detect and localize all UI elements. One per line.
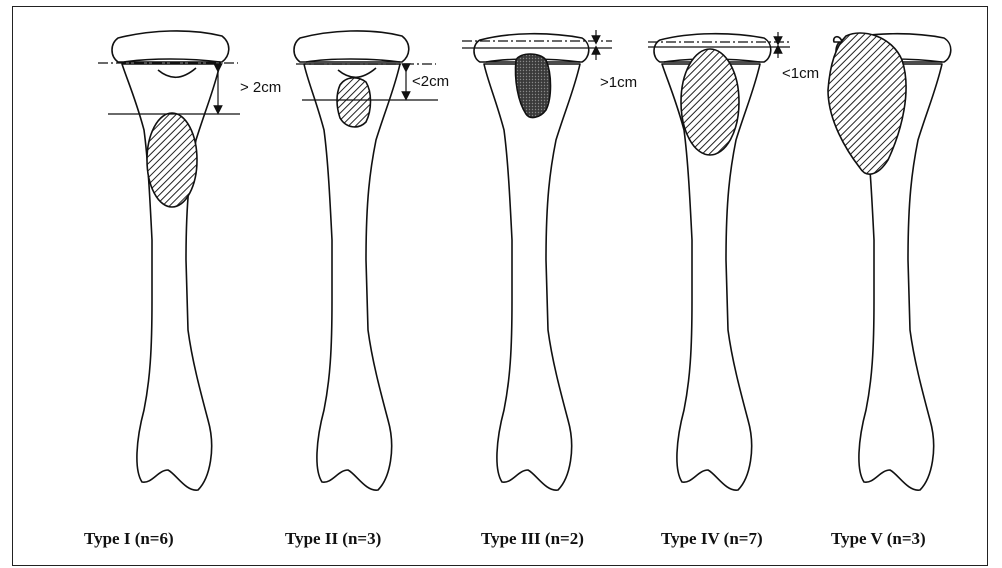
label-type-2: Type II (n=3) bbox=[285, 529, 381, 549]
measure-label-type-1: > 2cm bbox=[240, 79, 281, 96]
measure-label-type-3: >1cm bbox=[600, 74, 637, 91]
bone-type-3 bbox=[474, 34, 589, 490]
bone-type-4 bbox=[654, 34, 771, 490]
bone-type-5 bbox=[828, 33, 951, 490]
label-type-1: Type I (n=6) bbox=[84, 529, 174, 549]
lesion-type-1 bbox=[147, 113, 197, 207]
measure-label-type-2: <2cm bbox=[412, 73, 449, 90]
lesion-type-4 bbox=[681, 49, 739, 155]
lesion-type-2 bbox=[337, 78, 371, 127]
label-type-4: Type IV (n=7) bbox=[661, 529, 763, 549]
bone-type-1 bbox=[112, 31, 229, 490]
measure-label-type-4: <1cm bbox=[782, 65, 819, 82]
label-type-3: Type III (n=2) bbox=[481, 529, 584, 549]
label-type-5: Type V (n=3) bbox=[831, 529, 926, 549]
